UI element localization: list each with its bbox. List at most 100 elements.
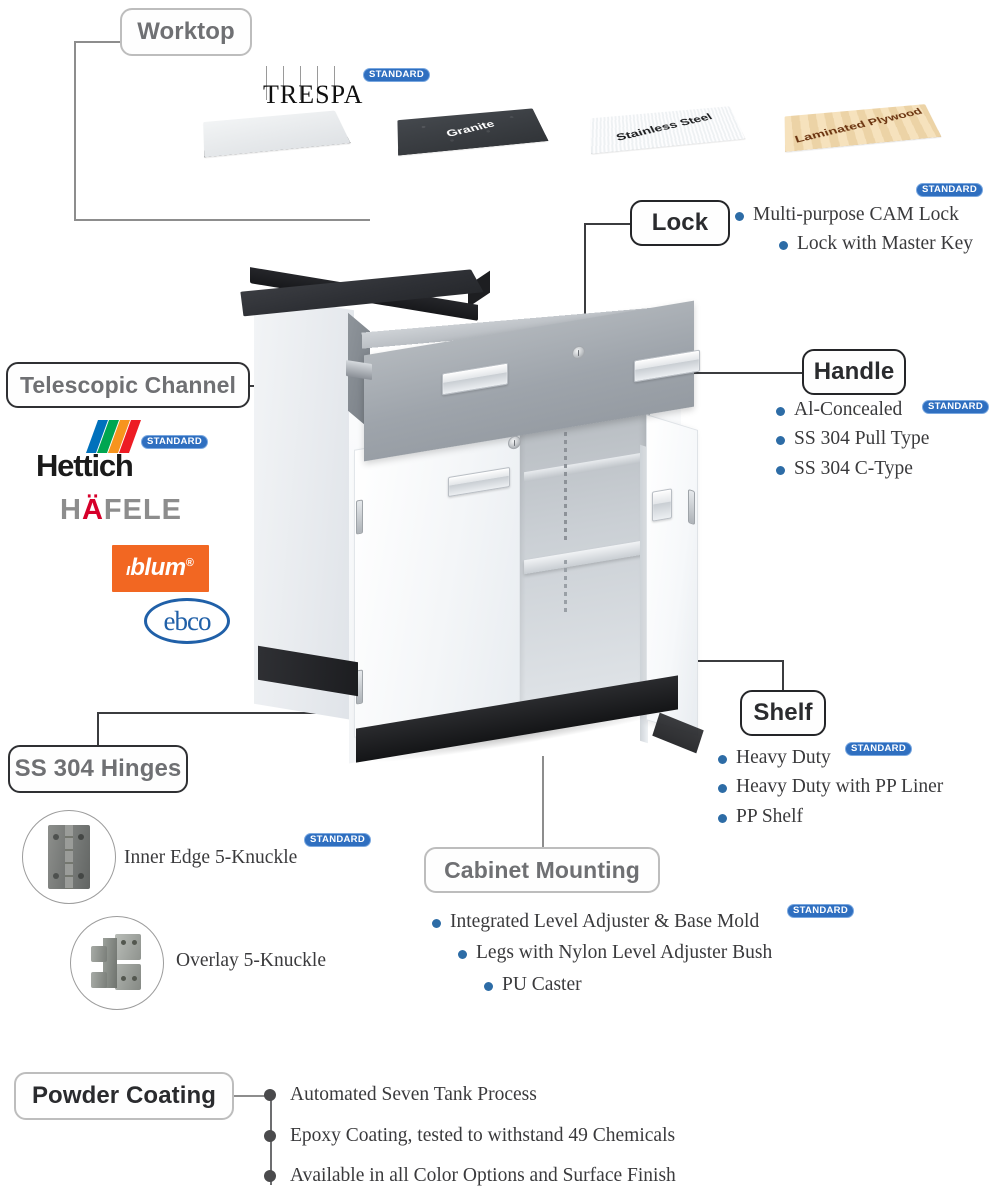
label-handle[interactable]: Handle	[802, 349, 906, 395]
hinge-photo-inner	[48, 825, 90, 889]
connector-hinges-h	[97, 712, 367, 714]
door-handle-right	[652, 488, 672, 522]
powder-option-1: Epoxy Coating, tested to withstand 49 Ch…	[290, 1125, 676, 1146]
bullet-dot	[718, 784, 727, 794]
list-item: Lock with Master Key	[779, 233, 973, 255]
label-telescopic-channel[interactable]: Telescopic Channel	[6, 362, 250, 408]
worktop-material-name-trespa: TRESPA	[263, 80, 364, 109]
slab-face	[203, 110, 351, 158]
powder-option-0: Automated Seven Tank Process	[290, 1084, 537, 1105]
bullet-dot	[718, 755, 727, 764]
brand-logo-blum: ıblum®	[112, 545, 210, 592]
standard-badge-worktop: STANDARD	[363, 68, 430, 88]
door-hinge-upper	[356, 499, 363, 535]
connector-handle-h	[664, 372, 804, 374]
list-item: Integrated Level Adjuster & Base Mold	[432, 911, 772, 932]
standard-badge-shelf: STANDARD	[845, 742, 912, 762]
door-hinge-right	[688, 488, 695, 526]
list-item: PU Caster	[484, 973, 772, 995]
brand-logo-hafele: HÄFELE	[60, 494, 182, 527]
standard-badge-cabinet-mounting: STANDARD	[787, 904, 854, 924]
standard-badge-lock: STANDARD	[916, 183, 983, 203]
list-lock-options: Multi-purpose CAM Lock Lock with Master …	[735, 204, 973, 255]
label-lock[interactable]: Lock	[630, 200, 730, 246]
slab-face	[784, 104, 942, 152]
connector-hinges-v	[97, 712, 99, 748]
standard-badge-text: STANDARD	[141, 435, 208, 449]
powder-bullet-2	[264, 1170, 276, 1182]
list-item: Heavy Duty	[718, 747, 943, 768]
standard-badge-text: STANDARD	[916, 183, 983, 197]
list-item: SS 304 Pull Type	[776, 428, 930, 450]
powder-bullet-1	[264, 1130, 276, 1142]
connector-lock-h	[584, 223, 632, 225]
brand-name-hafele: HÄFELE	[60, 494, 183, 526]
worktop-sample-plywood: Laminated Plywood	[784, 82, 944, 152]
label-hinges[interactable]: SS 304 Hinges	[8, 745, 188, 793]
cabinet-mounting-option-0: Integrated Level Adjuster & Base Mold	[450, 911, 760, 932]
bullet-dot	[776, 407, 785, 416]
list-item: Legs with Nylon Level Adjuster Bush	[458, 942, 773, 964]
bullet-dot	[776, 436, 785, 446]
powder-option-2: Available in all Color Options and Surfa…	[290, 1165, 676, 1186]
brand-logo-hettich: Hettich	[36, 420, 164, 484]
slab-face	[590, 106, 746, 154]
brand-name-blum: ıblum®	[126, 554, 194, 581]
list-item: SS 304 C-Type	[776, 457, 929, 479]
bullet-dot	[776, 465, 785, 475]
connector-worktop-h2	[74, 219, 370, 221]
standard-badge-text: STANDARD	[363, 68, 430, 82]
list-item: PP Shelf	[718, 805, 943, 827]
bullet-dot	[432, 919, 441, 928]
standard-badge-text: STANDARD	[922, 400, 989, 414]
worktop-sample-stainless: Stainless Steel	[590, 84, 748, 154]
bullet-dot	[718, 813, 727, 823]
blum-box: ıblum®	[112, 545, 210, 592]
worktop-sample-granite: Granite	[397, 86, 551, 156]
ebco-oval-icon: ebco	[144, 598, 230, 644]
label-worktop[interactable]: Worktop	[120, 8, 252, 56]
shelf-option-0: Heavy Duty	[736, 747, 831, 768]
cabinet-product-render	[236, 250, 722, 790]
hinge-thumb-inner-edge	[22, 810, 116, 904]
lock-option-0: Multi-purpose CAM Lock	[753, 204, 959, 225]
brand-logo-ebco: ebco	[144, 598, 230, 644]
handle-option-2: SS 304 C-Type	[794, 457, 913, 479]
handle-option-0: Al-Concealed	[794, 399, 903, 420]
connector-shelf-v1	[782, 660, 784, 692]
shelf-pin-strip-lower	[564, 559, 567, 615]
connector-worktop-h1	[74, 41, 122, 43]
standard-badge-text: STANDARD	[304, 833, 371, 847]
list-item: Al-Concealed	[776, 399, 929, 420]
connector-worktop-v	[74, 41, 76, 221]
standard-badge-text: STANDARD	[787, 904, 854, 918]
hettich-stripes-icon	[85, 420, 148, 453]
list-item: Multi-purpose CAM Lock	[735, 204, 973, 225]
standard-badge-text: STANDARD	[845, 742, 912, 756]
label-shelf[interactable]: Shelf	[740, 690, 826, 736]
shelf-option-1: Heavy Duty with PP Liner	[736, 776, 944, 798]
hinge-thumb-overlay	[70, 916, 164, 1010]
list-shelf-options: Heavy Duty Heavy Duty with PP Liner PP S…	[718, 747, 944, 827]
hinge-option-1: Overlay 5-Knuckle	[176, 950, 326, 971]
standard-badge-handle: STANDARD	[922, 400, 989, 420]
label-powder-coating[interactable]: Powder Coating	[14, 1072, 234, 1120]
standard-badge-hinges: STANDARD	[304, 833, 371, 853]
handle-option-1: SS 304 Pull Type	[794, 428, 930, 450]
bullet-dot	[458, 950, 467, 960]
list-handle-options: Al-Concealed SS 304 Pull Type SS 304 C-T…	[776, 399, 930, 479]
connector-shelf-h	[626, 660, 784, 662]
label-cabinet-mounting[interactable]: Cabinet Mounting	[424, 847, 660, 893]
trespa-logo-ticks	[266, 66, 346, 100]
bullet-dot	[735, 212, 744, 221]
list-cabinet-mounting-options: Integrated Level Adjuster & Base Mold Le…	[432, 911, 773, 995]
shelf-option-2: PP Shelf	[736, 805, 804, 827]
cabinet-mounting-option-2: PU Caster	[502, 973, 582, 995]
brand-name-ebco: ebco	[163, 605, 212, 636]
bullet-dot	[779, 241, 788, 251]
shelf-pin-strip	[564, 431, 567, 543]
bullet-dot	[484, 981, 493, 991]
cabinet-mounting-option-1: Legs with Nylon Level Adjuster Bush	[476, 942, 773, 964]
lock-option-1: Lock with Master Key	[797, 233, 973, 255]
